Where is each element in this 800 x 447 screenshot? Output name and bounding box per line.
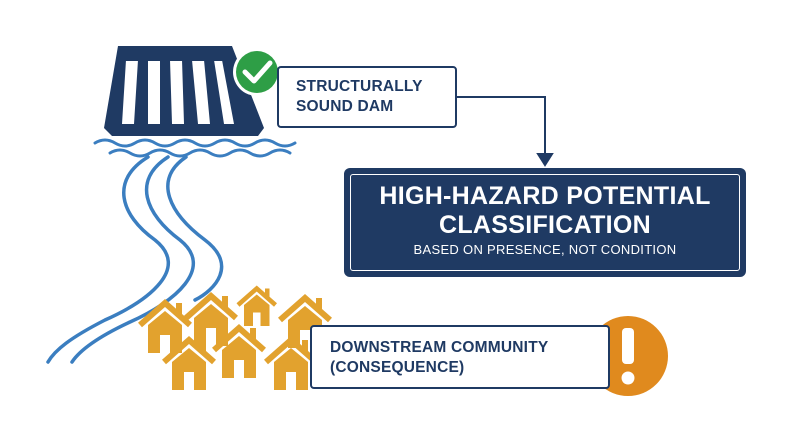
hazard-title-line2: CLASSIFICATION (438, 211, 652, 239)
dam-label-line1: STRUCTURALLY (296, 78, 423, 95)
hazard-title-line1: HIGH-HAZARD POTENTIAL (379, 182, 711, 210)
water-waves (93, 138, 297, 158)
community-label: DOWNSTREAM COMMUNITY (CONSEQUENCE) (310, 325, 610, 389)
community-label-line1: DOWNSTREAM COMMUNITY (330, 339, 549, 356)
check-icon (233, 48, 281, 96)
community-label-line2: (CONSEQUENCE) (330, 359, 465, 376)
dam-icon (104, 46, 264, 136)
hazard-box-inner-border (350, 174, 740, 271)
dam-label-line2: SOUND DAM (296, 98, 394, 115)
hazard-title: HIGH-HAZARD POTENTIAL CLASSIFICATION (344, 182, 746, 240)
hazard-subtitle: BASED ON PRESENCE, NOT CONDITION (413, 242, 677, 257)
river-icon (46, 155, 224, 364)
house-icon (238, 289, 276, 327)
community-houses (140, 289, 330, 391)
arrow-icon (457, 96, 554, 167)
hazard-classification-box: HIGH-HAZARD POTENTIAL CLASSIFICATION BAS… (344, 168, 746, 277)
dam-label: STRUCTURALLY SOUND DAM (277, 66, 457, 128)
